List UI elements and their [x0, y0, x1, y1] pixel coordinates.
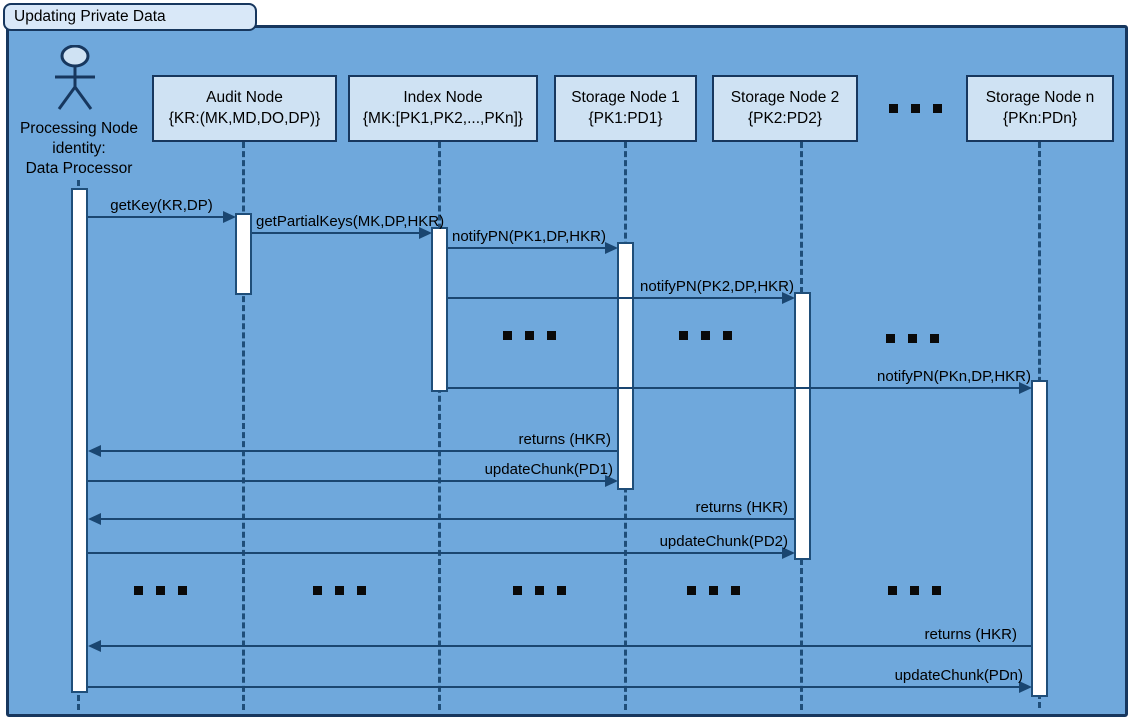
message-label: getKey(KR,DP) [110, 197, 213, 214]
message-label: returns (HKR) [518, 431, 611, 448]
ellipsis-bottom-5 [888, 586, 941, 595]
arrow-line [88, 685, 1022, 689]
node-box-storage-n: Storage Node n {PKn:PDn} [966, 75, 1114, 142]
arrowhead-right-icon [605, 241, 618, 254]
arrowhead-right-icon [605, 474, 618, 487]
arrow-line [448, 386, 1022, 390]
diagram-title-tab: Updating Private Data [3, 3, 257, 31]
ellipsis-bottom-2 [313, 586, 366, 595]
arrowhead-right-icon [1019, 680, 1032, 693]
node-detail: {PKn:PDn} [1002, 109, 1078, 127]
arrowhead-right-icon [223, 210, 236, 223]
message-label: notifyPN(PKn,DP,HKR) [877, 368, 1031, 385]
actor-label-line1: Processing Node [19, 120, 139, 137]
arrow-line [252, 231, 422, 235]
arrow-line [88, 479, 608, 483]
ellipsis-bottom-4 [687, 586, 740, 595]
arrowhead-right-icon [782, 291, 795, 304]
node-name: Audit Node [206, 88, 283, 106]
activation-index-node [431, 227, 448, 392]
message-label: notifyPN(PK1,DP,HKR) [452, 228, 606, 245]
activation-storage-node-1 [617, 242, 634, 490]
node-name: Storage Node 1 [571, 88, 680, 106]
actor-label-line2: identity: [52, 139, 106, 157]
ellipsis-bottom-1 [134, 586, 187, 595]
node-box-storage-1: Storage Node 1 {PK1:PD1} [554, 75, 697, 142]
node-detail: {PK1:PD1} [588, 109, 663, 127]
arrow-line [448, 296, 785, 300]
message-label: returns (HKR) [924, 626, 1017, 643]
actor-icon [55, 45, 95, 110]
node-name: Storage Node 2 [730, 88, 840, 106]
actor-label: Processing Node identity: Data Processor [1, 119, 157, 178]
arrowhead-right-icon [1019, 381, 1032, 394]
node-detail: {KR:(MK,MD,DO,DP)} [168, 109, 321, 127]
node-name: Index Node [403, 88, 483, 106]
node-box-index: Index Node {MK:[PK1,PK2,...,PKn]} [348, 75, 538, 142]
lifeline-index-node [438, 142, 441, 710]
arrow-line [88, 551, 785, 555]
ellipsis-bottom-3 [513, 586, 566, 595]
message-label: updateChunk(PD2) [659, 533, 788, 550]
arrowhead-right-icon [782, 546, 795, 559]
ellipsis-middle-3 [886, 334, 939, 343]
message-label: notifyPN(PK2,DP,HKR) [640, 278, 794, 295]
activation-storage-node-n [1031, 380, 1048, 697]
node-detail: {PK2:PD2} [747, 109, 823, 127]
arrow-line [88, 215, 226, 219]
ellipsis-middle-1 [503, 331, 556, 340]
message-label: updateChunk(PDn) [894, 667, 1023, 684]
node-box-storage-2: Storage Node 2 {PK2:PD2} [712, 75, 858, 142]
arrow-line [98, 517, 794, 521]
message-label: getPartialKeys(MK,DP,HKR) [256, 213, 445, 230]
activation-audit-node [235, 213, 252, 295]
arrowhead-right-icon [419, 226, 432, 239]
arrow-line [98, 449, 617, 453]
activation-storage-node-2 [794, 292, 811, 560]
lifeline-audit-node [242, 142, 245, 710]
node-detail: {MK:[PK1,PK2,...,PKn]} [362, 109, 524, 127]
arrowhead-left-icon [88, 444, 101, 457]
arrowhead-left-icon [88, 639, 101, 652]
arrow-line [98, 644, 1031, 648]
diagram-title: Updating Private Data [14, 8, 166, 25]
actor-label-line3: Data Processor [25, 159, 133, 177]
ellipsis-header [889, 104, 942, 113]
arrow-line [448, 246, 608, 250]
node-name: Storage Node n [985, 88, 1095, 106]
message-label: returns (HKR) [695, 499, 788, 516]
ellipsis-middle-2 [679, 331, 732, 340]
message-label: updateChunk(PD1) [484, 461, 613, 478]
node-box-audit: Audit Node {KR:(MK,MD,DO,DP)} [152, 75, 337, 142]
activation-processing-node [71, 188, 88, 693]
arrowhead-left-icon [88, 512, 101, 525]
